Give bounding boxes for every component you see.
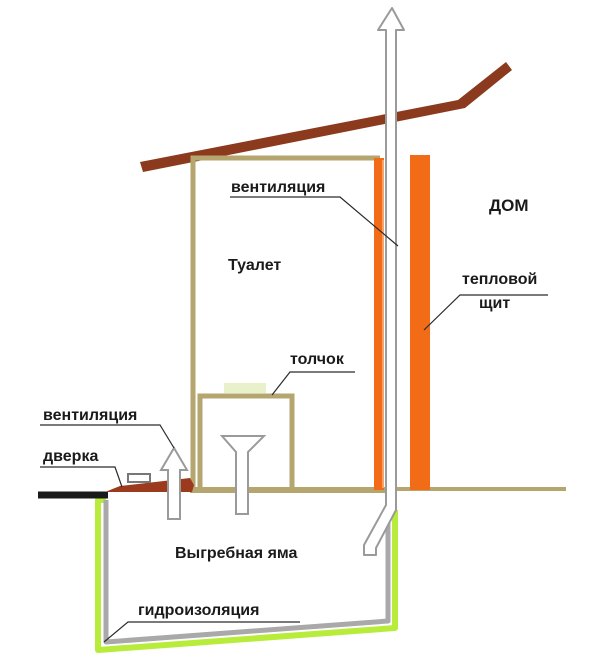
label-ventilation-left: вентиляция bbox=[43, 407, 138, 424]
label-ventilation-top: вентиляция bbox=[231, 179, 326, 196]
label-house: ДОМ bbox=[489, 196, 529, 215]
toilet-walls bbox=[190, 155, 380, 490]
heat-shield-inner bbox=[374, 158, 384, 490]
label-door: дверка bbox=[43, 448, 99, 465]
main-ventilation-pipe bbox=[363, 7, 405, 556]
door-handle bbox=[127, 473, 151, 483]
toilet-seat-box bbox=[197, 393, 295, 490]
heat-shield-outer bbox=[410, 155, 430, 490]
toilet-funnel bbox=[219, 435, 267, 515]
label-waterproofing: гидроизоляция bbox=[138, 602, 260, 619]
small-ventilation-pipe bbox=[159, 446, 189, 520]
label-cesspit: Выгребная яма bbox=[175, 545, 298, 562]
cesspit-wall bbox=[103, 500, 391, 645]
label-heat-shield-line1: тепловой bbox=[462, 271, 538, 288]
label-heat-shield-line2: щит bbox=[479, 295, 511, 312]
label-toilet-seat: толчок bbox=[290, 351, 344, 368]
waterproofing-layer bbox=[95, 497, 398, 653]
label-toilet: Туалет bbox=[228, 257, 282, 274]
toilet-seat-top bbox=[224, 383, 266, 393]
leader-lines bbox=[40, 196, 548, 643]
roof bbox=[140, 62, 512, 172]
